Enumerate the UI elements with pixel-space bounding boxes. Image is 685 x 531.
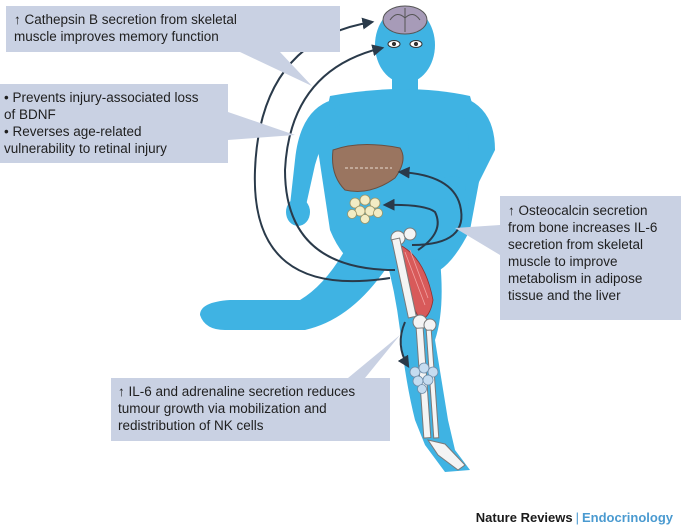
callout-memory-function: ↑ Cathepsin B secretion from skeletal mu… bbox=[6, 6, 340, 86]
adipose-tissue-icon bbox=[347, 194, 383, 224]
callout-retinal-bdnf: • Prevents injury-associated loss of BDN… bbox=[0, 84, 295, 163]
callout-nk-cells: ↑ IL-6 and adrenaline secretion reduces … bbox=[111, 335, 400, 441]
nk-cells-icon bbox=[409, 362, 439, 394]
callout-nk-line-1: ↑ IL-6 and adrenaline secretion reduces bbox=[118, 384, 355, 399]
liver-icon bbox=[332, 143, 404, 192]
arrow-bone-to-liver bbox=[397, 166, 463, 246]
callout-osteocalcin: ↑ Osteocalcin secretion from bone increa… bbox=[455, 196, 681, 320]
arrow-bone-to-adipose bbox=[382, 198, 439, 251]
callout-bdnf-bullet-1-line-1: • Prevents injury-associated loss bbox=[4, 90, 199, 105]
callout-bdnf-bullet-1-line-2: of BDNF bbox=[4, 107, 56, 122]
svg-text:↑ Osteocalcin secretion: ↑ Osteocalcin secretion from bone increa… bbox=[508, 203, 661, 303]
callout-osteocalcin-line-4: muscle to improve bbox=[508, 254, 618, 269]
journal-credit: Nature Reviews|Endocrinology bbox=[476, 510, 673, 525]
callout-nk-line-3: redistribution of NK cells bbox=[118, 418, 264, 433]
brain-icon bbox=[382, 5, 428, 35]
callout-osteocalcin-line-5: metabolism in adipose bbox=[508, 271, 642, 286]
callout-memory-line-1: ↑ Cathepsin B secretion from skeletal bbox=[14, 12, 237, 27]
arrow-muscle-to-nk-cells bbox=[397, 321, 410, 369]
callout-bdnf-bullet-2-line-2: vulnerability to retinal injury bbox=[4, 141, 167, 156]
publisher-name: Nature Reviews bbox=[475, 510, 573, 525]
journal-name: Endocrinology bbox=[582, 510, 673, 525]
callout-osteocalcin-line-1: ↑ Osteocalcin secretion bbox=[508, 203, 648, 218]
callout-nk-line-2: tumour growth via mobilization and bbox=[118, 401, 327, 416]
callout-osteocalcin-line-3: secretion from skeletal bbox=[508, 237, 643, 252]
callout-bdnf-bullet-2-line-1: • Reverses age-related bbox=[4, 124, 142, 139]
svg-text:↑ Cathepsin B secretion from s: ↑ Cathepsin B secretion from skeletal mu… bbox=[14, 12, 241, 44]
credit-separator: | bbox=[575, 510, 579, 525]
svg-text:↑ IL-6 and adrenaline secretio: ↑ IL-6 and adrenaline secretion reduces … bbox=[118, 384, 359, 433]
arrow-muscle-to-eyes bbox=[283, 44, 396, 271]
callout-osteocalcin-line-2: from bone increases IL-6 bbox=[508, 220, 657, 235]
callout-memory-line-2: muscle improves memory function bbox=[14, 29, 219, 44]
eyes-icon bbox=[387, 40, 423, 48]
callout-osteocalcin-line-6: tissue and the liver bbox=[508, 288, 621, 303]
svg-text:• Prevents injury-associated l: • Prevents injury-associated loss of BDN… bbox=[4, 90, 202, 156]
